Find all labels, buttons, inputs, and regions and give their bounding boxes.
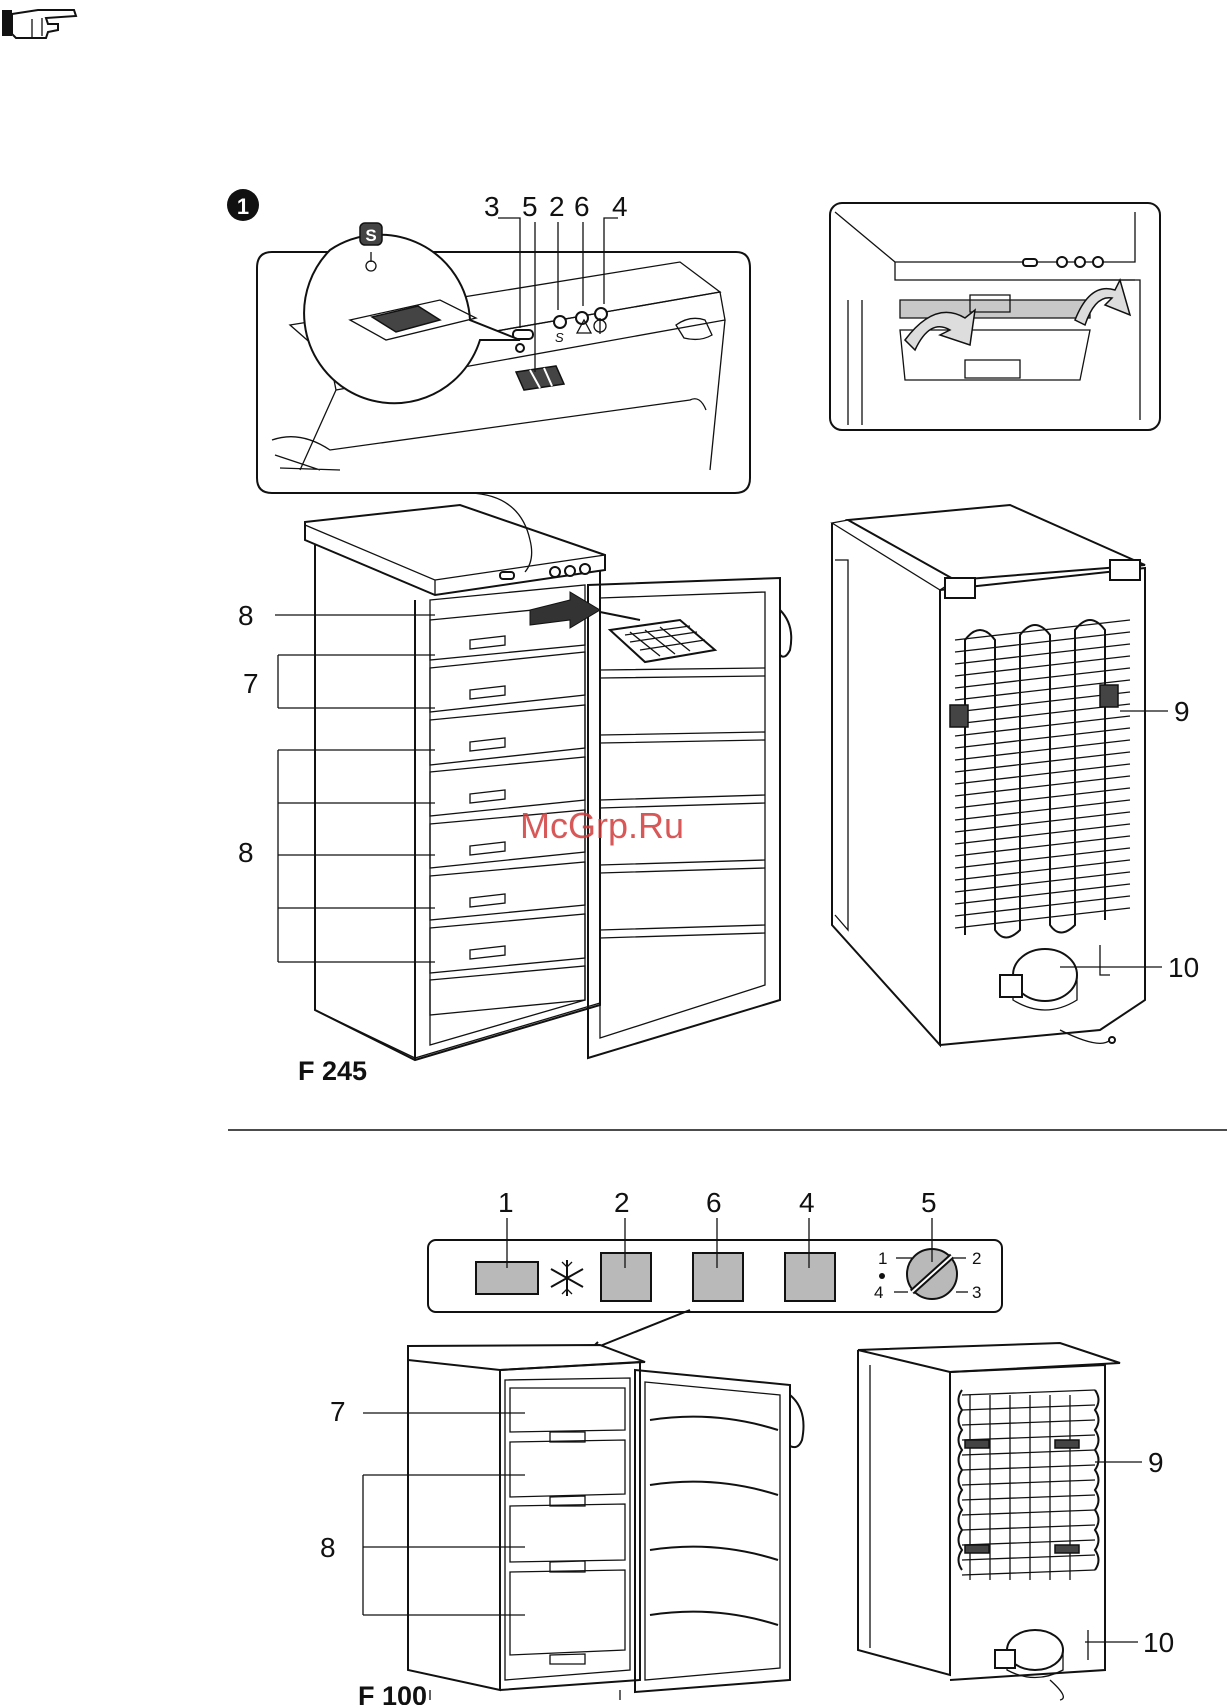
f100-compressor [995, 1630, 1063, 1700]
f100-callout-6: 6 [706, 1187, 722, 1218]
f100-label-10: 10 [1143, 1627, 1174, 1658]
label-7: 7 [243, 668, 259, 699]
pointing-hand-icon [2, 10, 76, 38]
callout-3: 3 [484, 191, 500, 222]
f100-callout-4: 4 [799, 1187, 815, 1218]
f245-panel-closeup: S S [257, 218, 750, 493]
f100-model-label: F 100 [358, 1681, 427, 1705]
f245-rear-labels: 9 10 [1060, 696, 1199, 983]
label-9: 9 [1174, 696, 1190, 727]
panel-symbol-s: S [555, 330, 564, 345]
dial-mark-1: 1 [878, 1249, 887, 1268]
f245-compressor [1000, 949, 1115, 1043]
f100-label-7: 7 [330, 1396, 346, 1427]
f100-condenser [959, 1390, 1099, 1580]
f100-freezer-rear [858, 1343, 1120, 1700]
f245-freezer-front [305, 493, 791, 1060]
dial-mark-2: 2 [972, 1249, 981, 1268]
callout-4: 4 [612, 191, 628, 222]
callout-5: 5 [522, 191, 538, 222]
f100-label-9: 9 [1148, 1447, 1164, 1478]
f100-callout-5: 5 [921, 1187, 937, 1218]
f100-panel-callouts: 1 2 6 4 5 [498, 1187, 937, 1218]
f245-model-label: F 245 [298, 1056, 367, 1086]
figure-number-badge: 1 [227, 189, 259, 221]
callout-2: 2 [549, 191, 565, 222]
f245-front-labels: 8 7 8 [238, 600, 435, 962]
closeup-symbol-s: S [365, 226, 376, 245]
label-10: 10 [1168, 952, 1199, 983]
label-8-top: 8 [238, 600, 254, 631]
callout-6: 6 [574, 191, 590, 222]
f100-label-8: 8 [320, 1532, 336, 1563]
f100-callout-1: 1 [498, 1187, 514, 1218]
label-8-mid: 8 [238, 837, 254, 868]
f245-condenser [950, 620, 1130, 938]
watermark: McGrp.Ru [520, 805, 684, 846]
dial-mark-4: 4 [874, 1283, 883, 1302]
f245-lid-closeup [830, 203, 1160, 430]
figure-number: 1 [237, 194, 249, 219]
f100-control-panel: 1 2 4 3 [428, 1218, 1002, 1312]
f100-freezer-front [408, 1310, 804, 1700]
f100-front-labels: 7 8 [320, 1396, 525, 1615]
f245-freezer-rear [832, 505, 1145, 1045]
f100-callout-2: 2 [614, 1187, 630, 1218]
dial-mark-3: 3 [972, 1283, 981, 1302]
f100-drawers [510, 1388, 625, 1664]
